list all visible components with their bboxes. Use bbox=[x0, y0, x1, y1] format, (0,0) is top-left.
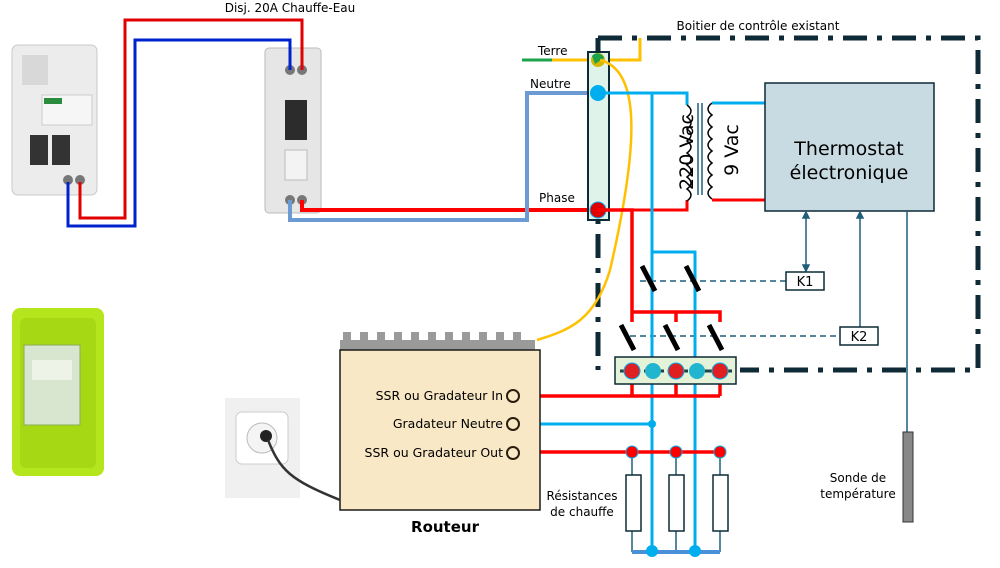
strip-terminals bbox=[623, 362, 729, 380]
probe-label-2: température bbox=[820, 487, 895, 501]
router-in-terminal bbox=[506, 389, 520, 403]
router-neutral-label: Gradateur Neutre bbox=[393, 416, 503, 431]
router-neutral-terminal bbox=[506, 417, 520, 431]
router-title: Routeur bbox=[411, 518, 480, 536]
phase-label: Phase bbox=[539, 191, 575, 205]
breaker-title: Disj. 20A Chauffe-Eau bbox=[225, 1, 356, 15]
relay-k1-label: K1 bbox=[797, 275, 814, 290]
router-in-label: SSR ou Gradateur In bbox=[376, 388, 503, 403]
earth-box-wire bbox=[598, 38, 642, 62]
probe-label-1: Sonde de bbox=[830, 471, 886, 485]
breaker-20a-photo bbox=[264, 47, 322, 214]
earth-terminal-green bbox=[592, 53, 604, 64]
differential-breaker-photo bbox=[11, 44, 98, 196]
primary-voltage-label: 220 Vac bbox=[676, 114, 698, 190]
box-title: Boitier de contrôle existant bbox=[677, 19, 840, 33]
thermostat-box bbox=[764, 82, 935, 212]
heating-resistors bbox=[625, 445, 729, 557]
relay-k2 bbox=[839, 326, 879, 346]
phase-wire bbox=[300, 200, 598, 212]
thermostat-label-1: Thermostat bbox=[793, 138, 903, 160]
terre-label: Terre bbox=[537, 44, 567, 58]
electricity-meter-photo bbox=[12, 308, 104, 476]
resistors-label-2: de chauffe bbox=[550, 505, 614, 519]
router-out-terminal bbox=[506, 446, 520, 460]
wall-outlet-photo bbox=[225, 398, 341, 502]
relay-k2-label: K2 bbox=[851, 330, 868, 345]
phase-distribution bbox=[517, 208, 722, 454]
temperature-probe bbox=[902, 431, 914, 523]
secondary-voltage-label: 9 Vac bbox=[721, 124, 743, 176]
router-heatsink bbox=[340, 332, 535, 350]
neutral-junction bbox=[648, 420, 656, 428]
neutre-label: Neutre bbox=[530, 77, 571, 91]
router-earth-wire bbox=[536, 58, 633, 342]
relay-k1 bbox=[785, 271, 825, 291]
resistors-label-1: Résistances bbox=[547, 489, 618, 503]
neutral-wire bbox=[288, 91, 598, 222]
thermostat-label-2: électronique bbox=[790, 162, 909, 184]
router-out-label: SSR ou Gradateur Out bbox=[365, 445, 504, 460]
phase-wire-breakers bbox=[78, 18, 304, 220]
terminal-strip bbox=[587, 51, 610, 221]
relay-contacts bbox=[618, 264, 725, 352]
router-box bbox=[339, 349, 541, 511]
neutral-wire-breakers bbox=[66, 38, 292, 228]
thermostat-control-lines bbox=[630, 210, 908, 432]
